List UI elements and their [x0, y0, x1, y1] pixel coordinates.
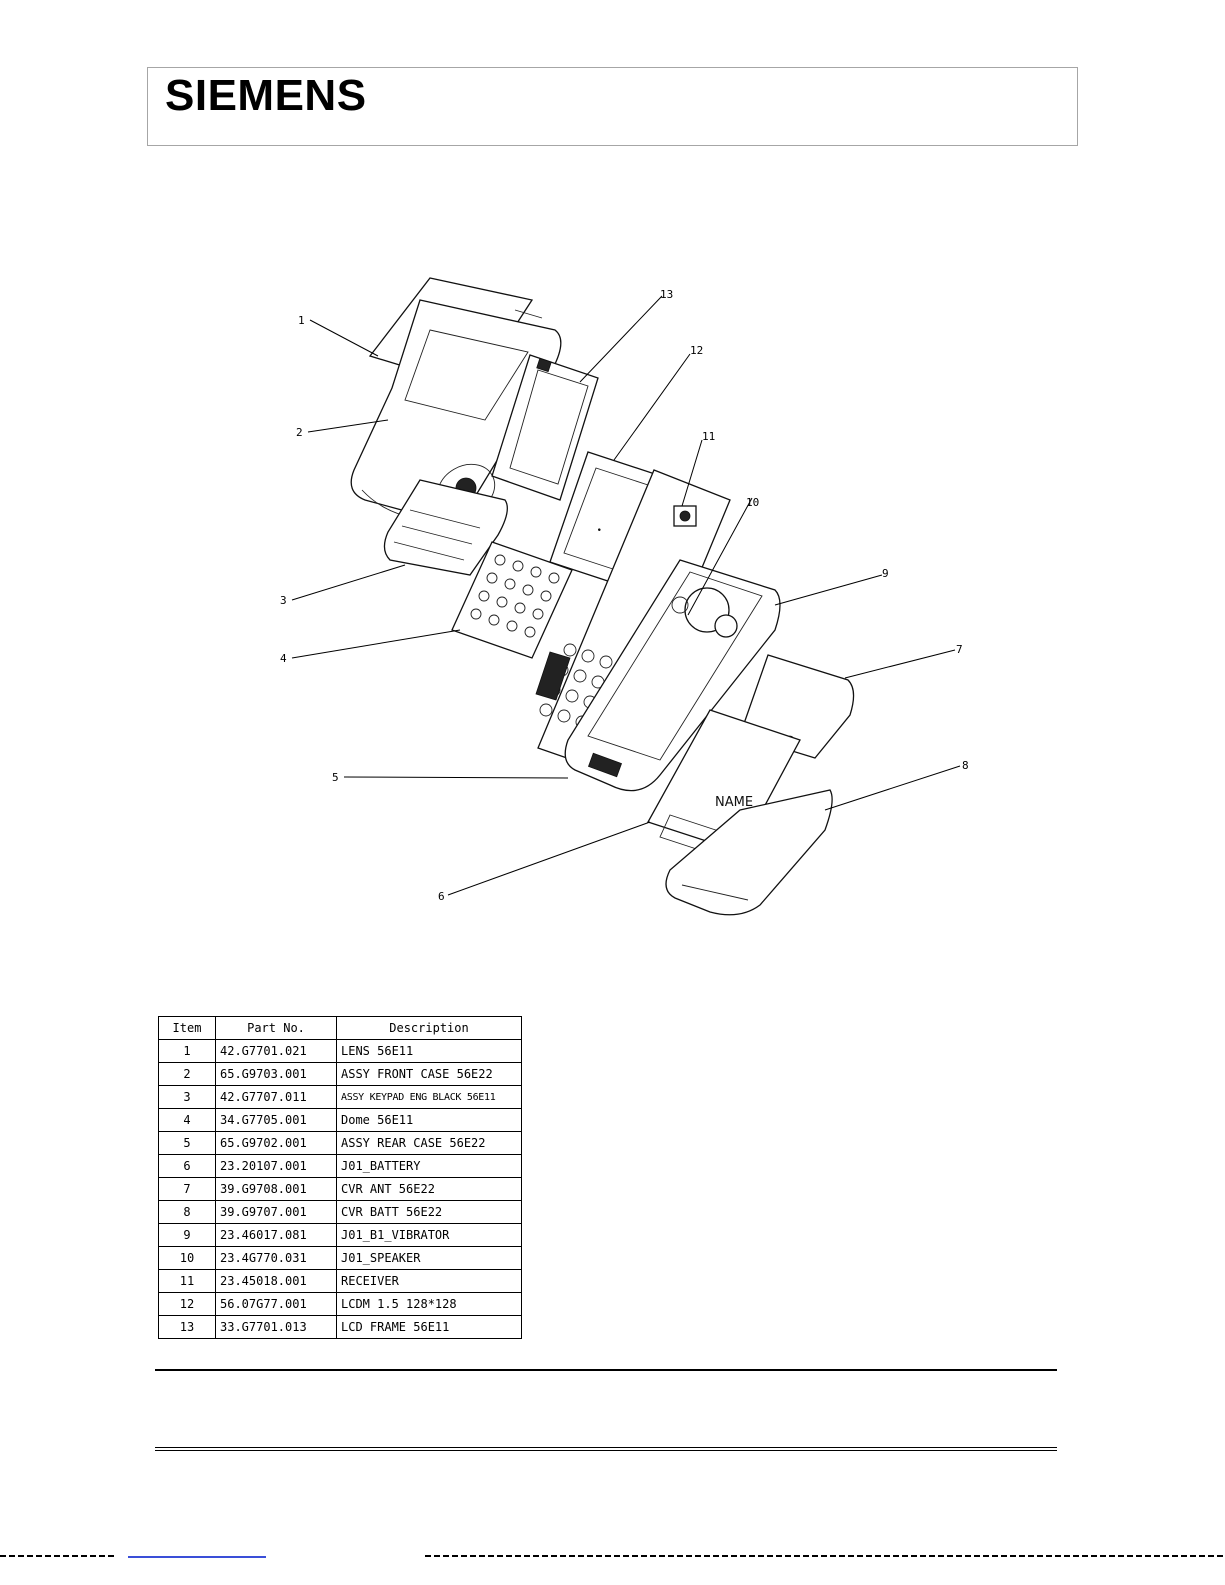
table-row: 9 23.46017.081 J01_B1_VIBRATOR: [158, 1223, 522, 1247]
item-cell: 4: [158, 1108, 216, 1132]
column-header-part-no: Part No.: [215, 1016, 337, 1040]
keypad-part: [383, 479, 508, 576]
footer-link-bar[interactable]: [128, 1556, 266, 1558]
table-row: 10 23.4G770.031 J01_SPEAKER: [158, 1246, 522, 1270]
divider-top: [155, 1369, 1057, 1371]
item-cell: 6: [158, 1154, 216, 1178]
part-no-cell: 39.G9708.001: [215, 1177, 337, 1201]
callout-13: 13: [660, 288, 673, 301]
battery-cover-part: [665, 789, 833, 916]
description-cell: ASSY KEYPAD ENG BLACK 56E11: [336, 1085, 522, 1109]
receiver-part: [673, 505, 697, 527]
callout-7: 7: [956, 643, 963, 656]
footer-dashes-left: [0, 1555, 115, 1557]
table-row: 3 42.G7707.011 ASSY KEYPAD ENG BLACK 56E…: [158, 1085, 522, 1109]
part-no-cell: 65.G9703.001: [215, 1062, 337, 1086]
table-row: 8 39.G9707.001 CVR BATT 56E22: [158, 1200, 522, 1224]
divider-bottom: [155, 1447, 1057, 1448]
item-cell: 1: [158, 1039, 216, 1063]
callout-11: 11: [702, 430, 715, 443]
callout-12: 12: [690, 344, 703, 357]
part-no-cell: 39.G9707.001: [215, 1200, 337, 1224]
part-no-cell: 34.G7705.001: [215, 1108, 337, 1132]
callout-6: 6: [438, 890, 445, 903]
callout-9: 9: [882, 567, 889, 580]
part-no-cell: 23.4G770.031: [215, 1246, 337, 1270]
table-row: 6 23.20107.001 J01_BATTERY: [158, 1154, 522, 1178]
item-cell: 2: [158, 1062, 216, 1086]
part-no-cell: 23.46017.081: [215, 1223, 337, 1247]
table-row: 4 34.G7705.001 Dome 56E11: [158, 1108, 522, 1132]
table-row: 5 65.G9702.001 ASSY REAR CASE 56E22: [158, 1131, 522, 1155]
callout-2: 2: [296, 426, 303, 439]
description-cell: LCDM 1.5 128*128: [336, 1292, 522, 1316]
description-cell: LENS 56E11: [336, 1039, 522, 1063]
description-cell: ASSY REAR CASE 56E22: [336, 1131, 522, 1155]
header-box: [147, 67, 1078, 146]
item-cell: 7: [158, 1177, 216, 1201]
callout-8: 8: [962, 759, 969, 772]
table-row: 1 42.G7701.021 LENS 56E11: [158, 1039, 522, 1063]
siemens-logo: SIEMENS: [165, 71, 367, 120]
description-cell: ASSY FRONT CASE 56E22: [336, 1062, 522, 1086]
part-no-cell: 23.20107.001: [215, 1154, 337, 1178]
svg-text:•: •: [595, 526, 606, 535]
part-no-cell: 65.G9702.001: [215, 1131, 337, 1155]
footer-dashes-right: [425, 1555, 1225, 1557]
description-cell: LCD FRAME 56E11: [336, 1315, 522, 1339]
callout-leaders: [291, 295, 961, 896]
column-header-item: Item: [158, 1016, 216, 1040]
description-cell: J01_BATTERY: [336, 1154, 522, 1178]
description-cell: CVR BATT 56E22: [336, 1200, 522, 1224]
part-no-cell: 33.G7701.013: [215, 1315, 337, 1339]
callout-3: 3: [280, 594, 287, 607]
callout-1: 1: [298, 314, 305, 327]
table-row: 7 39.G9708.001 CVR ANT 56E22: [158, 1177, 522, 1201]
part-no-cell: 56.07G77.001: [215, 1292, 337, 1316]
callout-numbers: 1 2 3 4 5 6 7 8 9 10 11 12 13: [280, 288, 969, 903]
part-no-cell: 42.G7701.021: [215, 1039, 337, 1063]
table-row: 11 23.45018.001 RECEIVER: [158, 1269, 522, 1293]
description-cell: J01_B1_VIBRATOR: [336, 1223, 522, 1247]
item-cell: 3: [158, 1085, 216, 1109]
description-cell: Dome 56E11: [336, 1108, 522, 1132]
divider-bottom-2: [155, 1450, 1057, 1451]
table-row: 12 56.07G77.001 LCDM 1.5 128*128: [158, 1292, 522, 1316]
item-cell: 12: [158, 1292, 216, 1316]
item-cell: 13: [158, 1315, 216, 1339]
item-cell: 10: [158, 1246, 216, 1270]
description-cell: J01_SPEAKER: [336, 1246, 522, 1270]
item-cell: 5: [158, 1131, 216, 1155]
item-cell: 9: [158, 1223, 216, 1247]
part-no-cell: 42.G7707.011: [215, 1085, 337, 1109]
parts-table: Item Part No. Description 1 42.G7701.021…: [158, 1016, 522, 1339]
lcd-frame-part: [491, 354, 599, 501]
description-cell: RECEIVER: [336, 1269, 522, 1293]
dome-sheet-part: [451, 541, 573, 659]
item-cell: 8: [158, 1200, 216, 1224]
callout-10: 10: [746, 496, 759, 509]
exploded-view-diagram: • NAME: [280, 277, 969, 916]
description-cell: CVR ANT 56E22: [336, 1177, 522, 1201]
table-row: 2 65.G9703.001 ASSY FRONT CASE 56E22: [158, 1062, 522, 1086]
callout-4: 4: [280, 652, 287, 665]
table-row: 13 33.G7701.013 LCD FRAME 56E11: [158, 1315, 522, 1339]
battery-label: NAME: [715, 795, 753, 810]
rear-case-part: [564, 559, 781, 792]
column-header-description: Description: [336, 1016, 522, 1040]
item-cell: 11: [158, 1269, 216, 1293]
table-header-row: Item Part No. Description: [158, 1016, 522, 1040]
callout-5: 5: [332, 771, 339, 784]
part-no-cell: 23.45018.001: [215, 1269, 337, 1293]
